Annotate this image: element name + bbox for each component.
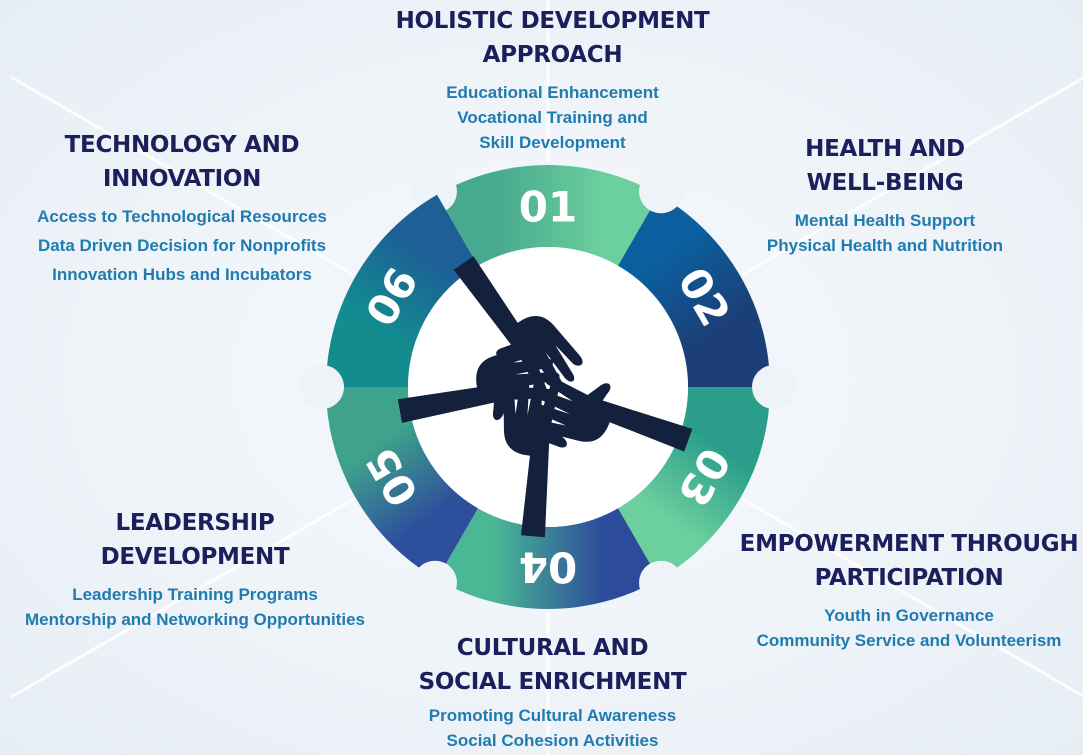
- segment-06-item-1: Access to Technological Resources: [37, 207, 327, 226]
- segment-04-block: CULTURAL AND SOCIAL ENRICHMENT Promoting…: [400, 631, 705, 753]
- segment-05-block: LEADERSHIP DEVELOPMENT Leadership Traini…: [5, 506, 385, 632]
- hands-together-icon: [397, 256, 693, 538]
- segment-06-title-line-1: TECHNOLOGY AND: [64, 132, 300, 158]
- segment-04-title: CULTURAL AND SOCIAL ENRICHMENT: [400, 631, 705, 699]
- segment-03-title-line-2: PARTICIPATION: [814, 565, 1004, 591]
- segment-05-item-1: Leadership Training Programs: [72, 585, 318, 604]
- segment-05: [326, 387, 478, 580]
- background-ray: [742, 498, 1083, 698]
- segment-number-01: 01: [519, 183, 577, 232]
- segment-06-item-2: Data Driven Decision for Nonprofits: [37, 236, 327, 255]
- segment-notch: [413, 169, 457, 214]
- segment-04: [437, 508, 659, 609]
- center-circle: [408, 247, 688, 527]
- segment-04-title-line-1: CULTURAL AND: [456, 635, 649, 661]
- segment-02-title-line-1: HEALTH AND: [805, 136, 965, 162]
- segment-number-04: 04: [519, 543, 577, 592]
- background-ray: [10, 498, 354, 699]
- segment-notch: [413, 560, 457, 605]
- segment-06-block: TECHNOLOGY AND INNOVATION Access to Tech…: [12, 128, 352, 289]
- segment-01-item-3: Skill Development: [479, 133, 626, 152]
- background-ray: [742, 76, 1083, 276]
- segment-01: [437, 164, 659, 266]
- segment-01-title-line-1: HOLISTIC DEVELOPMENT: [395, 8, 710, 34]
- segment-02-item-1: Mental Health Support: [794, 211, 976, 230]
- segment-01-item-2: Vocational Training and: [457, 108, 648, 127]
- segment-notch: [639, 560, 683, 605]
- segment-03-title-line-1: EMPOWERMENT THROUGH: [739, 531, 1079, 557]
- segment-01-block: HOLISTIC DEVELOPMENT APPROACH Educationa…: [380, 4, 725, 155]
- segment-notch: [639, 169, 683, 214]
- segment-02-block: HEALTH AND WELL-BEING Mental Health Supp…: [735, 132, 1035, 258]
- segment-02-item-2: Physical Health and Nutrition: [766, 236, 1004, 255]
- segment-03-title: EMPOWERMENT THROUGH PARTICIPATION: [736, 527, 1082, 595]
- segment-03-item-1: Youth in Governance: [824, 606, 994, 625]
- segment-02-title-line-2: WELL-BEING: [806, 170, 964, 196]
- segment-06-title-line-2: INNOVATION: [102, 166, 262, 192]
- segment-05-title: LEADERSHIP DEVELOPMENT: [5, 506, 385, 574]
- segment-02: [618, 194, 770, 387]
- segment-02-title: HEALTH AND WELL-BEING: [735, 132, 1035, 200]
- segment-03: [618, 387, 770, 580]
- segment-04-title-line-2: SOCIAL ENRICHMENT: [418, 669, 687, 695]
- segment-01-title-line-2: APPROACH: [482, 42, 623, 68]
- segment-05-title-line-2: DEVELOPMENT: [100, 544, 290, 570]
- segment-03-item-2: Community Service and Volunteerism: [756, 631, 1062, 650]
- segment-01-item-1: Educational Enhancement: [446, 83, 659, 102]
- segment-notch: [752, 365, 796, 409]
- segment-04-item-1: Promoting Cultural Awareness: [428, 706, 677, 725]
- segment-03-block: EMPOWERMENT THROUGH PARTICIPATION Youth …: [736, 527, 1082, 653]
- segment-06-title: TECHNOLOGY AND INNOVATION: [12, 128, 352, 196]
- segment-01-title: HOLISTIC DEVELOPMENT APPROACH: [380, 4, 725, 72]
- segment-05-title-line-1: LEADERSHIP: [115, 510, 275, 536]
- segment-06-item-3: Innovation Hubs and Incubators: [52, 265, 312, 284]
- segment-06: [326, 194, 478, 387]
- segment-notch: [300, 365, 344, 409]
- background-ray: [10, 75, 354, 276]
- segment-05-item-2: Mentorship and Networking Opportunities: [25, 610, 365, 629]
- segment-04-item-2: Social Cohesion Activities: [446, 731, 659, 750]
